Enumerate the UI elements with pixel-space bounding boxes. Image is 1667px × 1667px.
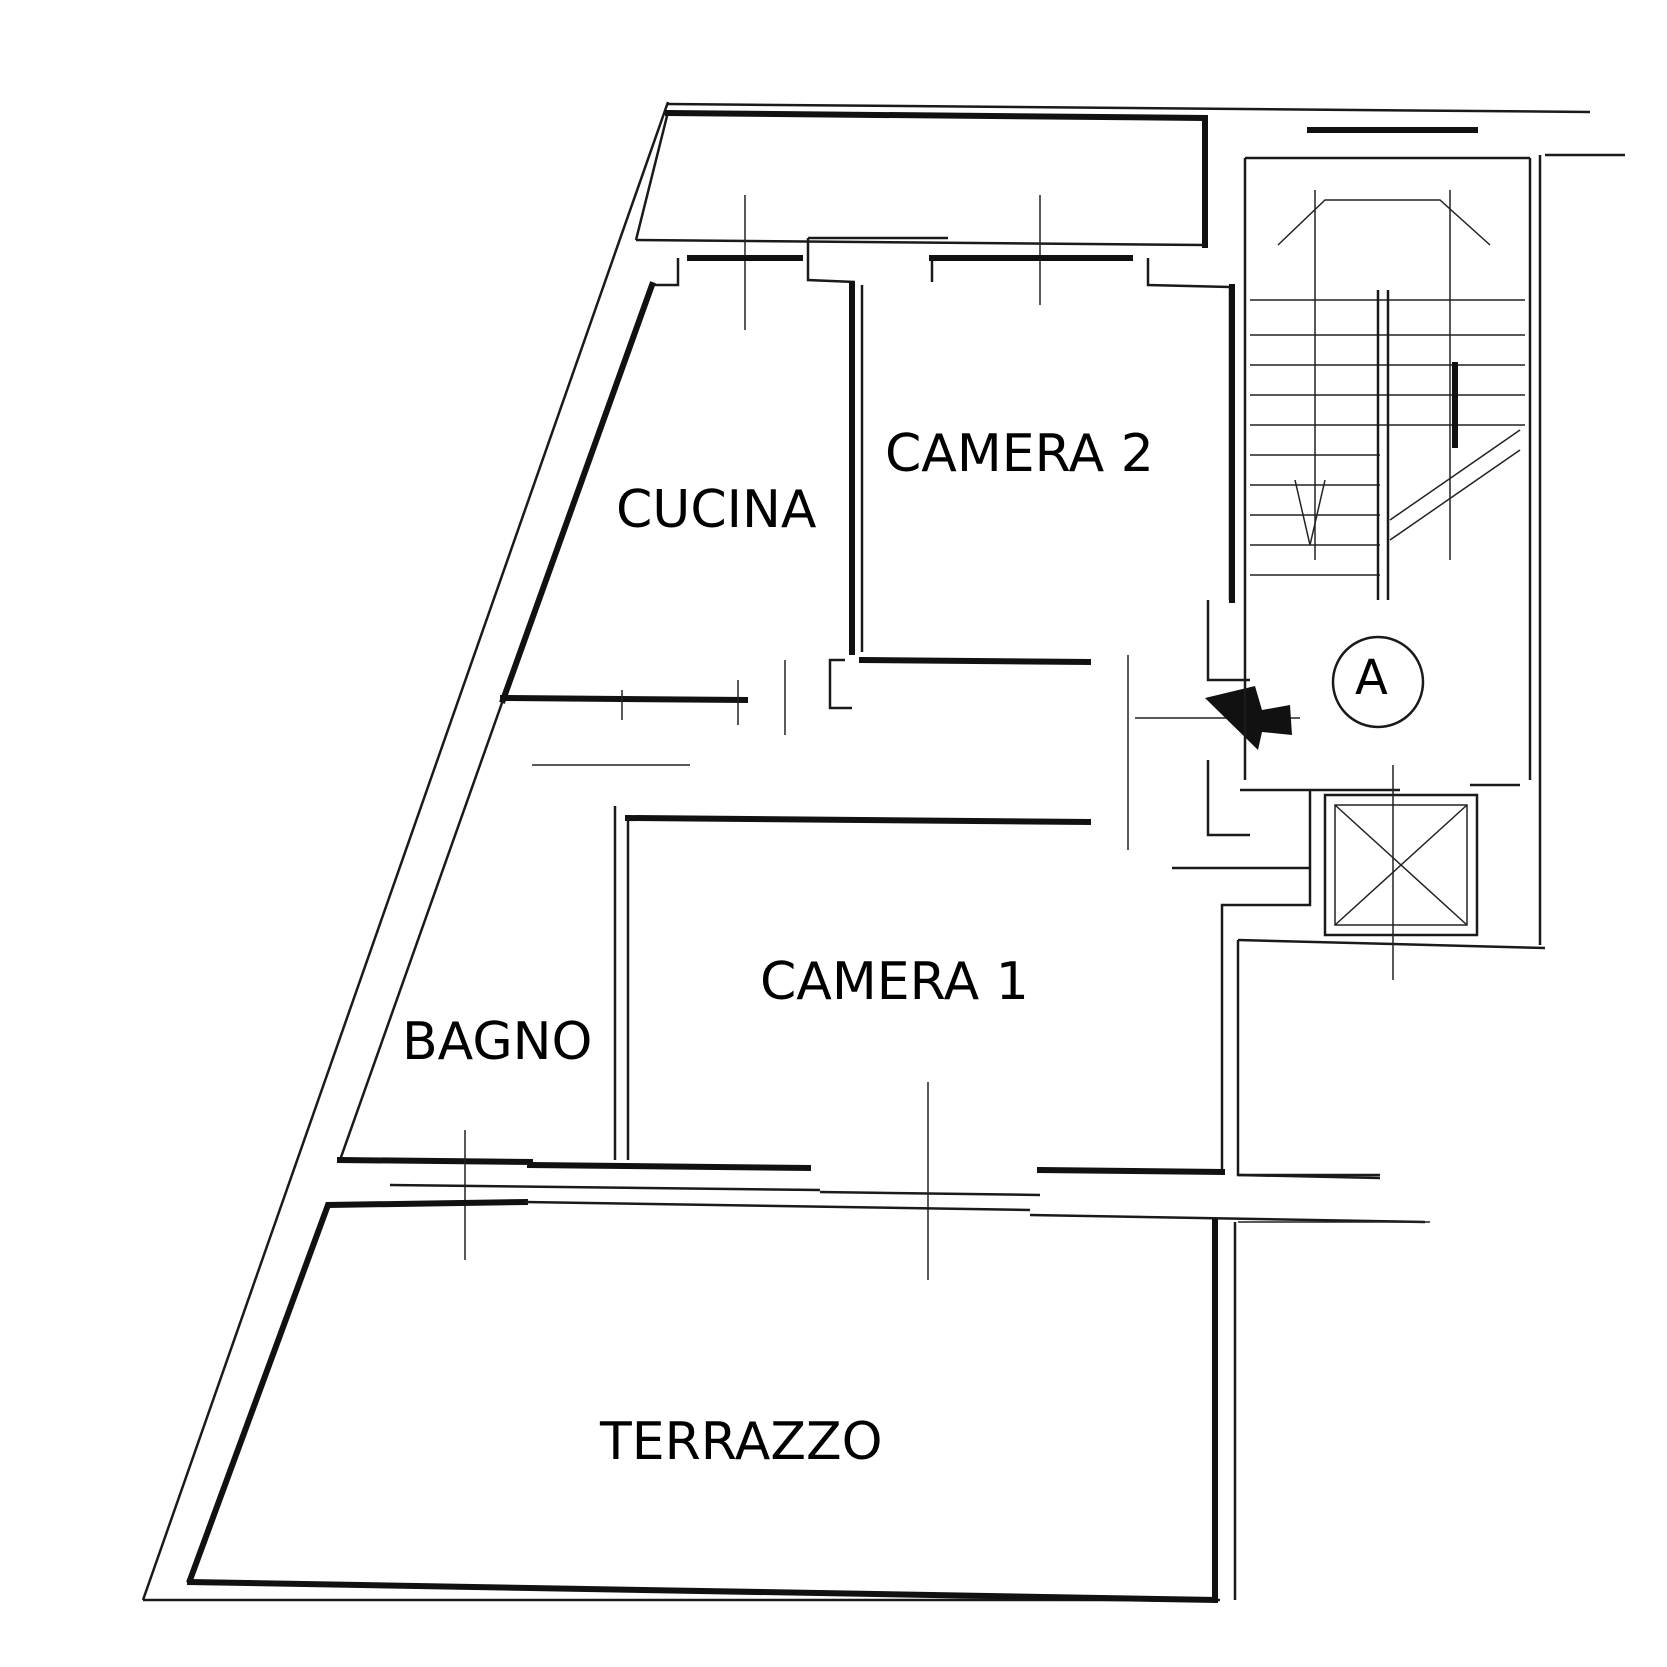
entrance [1127, 600, 1310, 870]
bedroom1-east-wall [1220, 790, 1546, 1177]
top-balcony [635, 109, 1208, 330]
room-label-bathroom: BAGNO [402, 1012, 593, 1072]
room-label-camera-2: CAMERA 2 [885, 424, 1154, 484]
entrance-arrow-icon [1205, 686, 1292, 750]
staircase [1243, 127, 1625, 945]
south-wall [336, 1082, 1426, 1280]
terrace-outline [186, 1198, 1237, 1604]
room-label-kitchen: CUCINA [616, 480, 817, 540]
bedroom1-top-wall [613, 806, 1092, 1160]
north-wall [652, 236, 1231, 289]
kitchen-lower-wall [499, 660, 786, 766]
elevator-shaft [1240, 765, 1520, 980]
room-label-terrace: TERRAZZO [600, 1412, 883, 1472]
stair-marker [1331, 635, 1425, 729]
kitchen-bedroom-wall [828, 282, 1235, 710]
west-wall [338, 281, 656, 1161]
room-label-camera-1: CAMERA 1 [760, 952, 1029, 1012]
outer-boundary [141, 101, 1591, 1602]
stair-marker-label: A [1355, 650, 1388, 706]
building-corridor [1237, 1173, 1430, 1223]
